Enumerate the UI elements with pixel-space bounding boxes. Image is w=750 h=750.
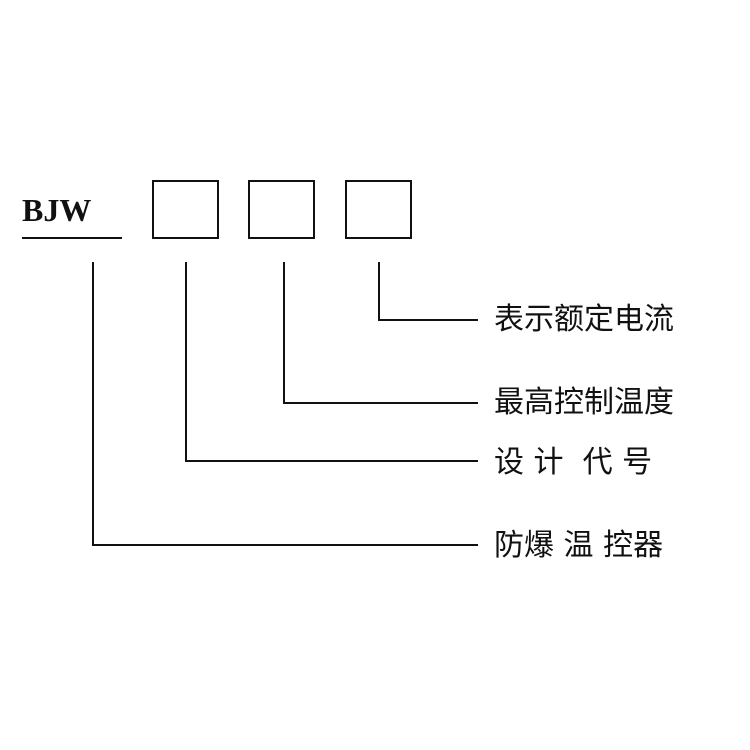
label-rated-current: 表示额定电流 [494, 302, 674, 337]
code-box-2 [248, 180, 315, 239]
leader-product [92, 262, 478, 546]
leader-design-code [185, 262, 478, 462]
model-code: BJW [22, 192, 92, 228]
code-box-1 [152, 180, 219, 239]
label-max-temp: 最高控制温度 [494, 385, 674, 420]
leader-rated-current [378, 262, 478, 321]
label-product: 防爆 温 控器 [494, 528, 664, 563]
leader-max-temp [283, 262, 478, 404]
code-box-3 [345, 180, 412, 239]
label-design-code: 设 计 代 号 [494, 445, 653, 480]
